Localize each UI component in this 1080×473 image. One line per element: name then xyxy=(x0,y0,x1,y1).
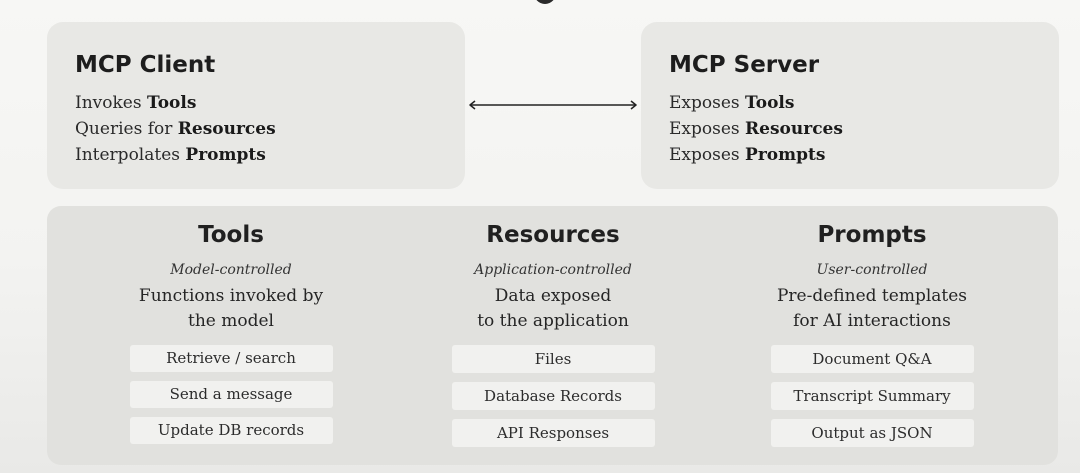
resources-description: Data exposed to the application xyxy=(393,284,713,334)
prompts-examples: Document Q&A Transcript Summary Output a… xyxy=(712,345,1032,456)
client-capability-resources: Queries for Resources xyxy=(75,116,437,142)
prompts-description-line-1: Pre-defined templates xyxy=(776,286,968,306)
resources-example-pill: Database Records xyxy=(451,382,655,410)
prompts-description: Pre-defined templates for AI interaction… xyxy=(712,284,1032,334)
server-prompts-emphasis: Prompts xyxy=(745,145,826,165)
tools-examples: Retrieve / search Send a message Update … xyxy=(71,345,391,453)
arrow-left-head xyxy=(469,100,476,110)
resources-control-type: Application-controlled xyxy=(474,262,632,278)
client-capability-tools: Invokes Tools xyxy=(75,90,437,116)
tools-description-line-1: Functions invoked by xyxy=(138,286,324,306)
client-prompts-prefix: Interpolates xyxy=(75,145,186,165)
server-capability-prompts: Exposes Prompts xyxy=(669,142,1031,168)
tools-description: Functions invoked by the model xyxy=(71,284,391,334)
client-server-bidirectional-arrow xyxy=(469,100,637,110)
prompts-example-pill: Transcript Summary xyxy=(770,382,974,410)
resources-example-pill: Files xyxy=(451,345,655,373)
tools-control-type: Model-controlled xyxy=(170,262,292,278)
tools-example-pill: Send a message xyxy=(129,381,333,408)
server-prompts-prefix: Exposes xyxy=(669,145,746,165)
resources-description-line-1: Data exposed xyxy=(494,286,612,306)
resources-description-line-2: to the application xyxy=(477,311,629,331)
resources-examples: Files Database Records API Responses xyxy=(393,345,713,456)
resources-example-pill: API Responses xyxy=(451,419,655,447)
server-tools-prefix: Exposes xyxy=(669,93,746,113)
tools-example-pill: Retrieve / search xyxy=(129,345,333,372)
resources-column: Resources Application-controlled Data ex… xyxy=(393,214,713,447)
prompts-description-line-2: for AI interactions xyxy=(793,311,951,331)
client-prompts-emphasis: Prompts xyxy=(185,145,266,165)
client-resources-prefix: Queries for xyxy=(75,119,178,139)
tools-title: Tools xyxy=(198,222,264,248)
client-resources-emphasis: Resources xyxy=(177,119,276,139)
server-resources-emphasis: Resources xyxy=(745,119,843,139)
prompts-column: Prompts User-controlled Pre-defined temp… xyxy=(712,214,1032,447)
server-capability-tools: Exposes Tools xyxy=(669,90,1031,116)
client-tools-emphasis: Tools xyxy=(147,93,197,113)
mcp-client-title: MCP Client xyxy=(75,52,216,78)
capability-types-panel: Tools Model-controlled Functions invoked… xyxy=(47,206,1058,465)
prompts-title: Prompts xyxy=(817,222,927,248)
server-resources-prefix: Exposes xyxy=(669,119,746,139)
prompts-control-type: User-controlled xyxy=(816,262,928,278)
tools-description-line-2: the model xyxy=(188,311,274,331)
resources-title: Resources xyxy=(486,222,620,248)
client-capability-prompts: Interpolates Prompts xyxy=(75,142,437,168)
server-tools-emphasis: Tools xyxy=(745,93,795,113)
tools-example-pill: Update DB records xyxy=(129,417,333,444)
tools-column: Tools Model-controlled Functions invoked… xyxy=(71,214,391,444)
server-capability-resources: Exposes Resources xyxy=(669,116,1031,142)
client-tools-prefix: Invokes xyxy=(75,93,147,113)
mcp-client-card: MCP Client Invokes Tools Queries for Res… xyxy=(47,22,465,189)
mcp-server-title: MCP Server xyxy=(669,52,820,78)
mcp-server-card: MCP Server Exposes Tools Exposes Resourc… xyxy=(641,22,1059,189)
cropped-title-glyph xyxy=(530,0,560,4)
prompts-example-pill: Document Q&A xyxy=(770,345,974,373)
prompts-example-pill: Output as JSON xyxy=(770,419,974,447)
arrow-right-head xyxy=(630,100,637,110)
